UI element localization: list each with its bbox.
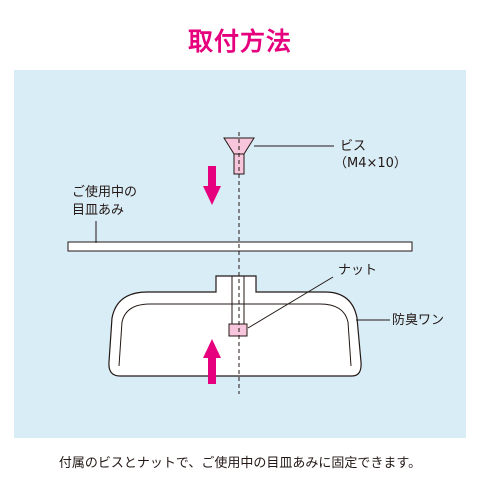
drain-mesh-plate (67, 241, 413, 252)
trap-label: 防臭ワン (392, 313, 445, 328)
trap-inner-rim (118, 303, 352, 367)
up-arrow-icon (203, 339, 221, 384)
mesh-label-line2: 目皿あみ (72, 203, 125, 218)
diagram-panel (14, 70, 466, 438)
nut-part (228, 323, 248, 337)
screw-label: ビス (340, 139, 367, 154)
page-title: 取付方法 (187, 27, 292, 56)
nut-label: ナット (338, 263, 378, 278)
screw-spec-label: （M4×10） (334, 156, 407, 171)
mesh-label-line1: ご使用中の (72, 185, 138, 200)
nut-leader (247, 276, 334, 329)
caption: 付属のビスとナットで、ご使用中の目皿あみに固定できます。 (58, 456, 422, 471)
down-arrow-icon (203, 166, 221, 205)
